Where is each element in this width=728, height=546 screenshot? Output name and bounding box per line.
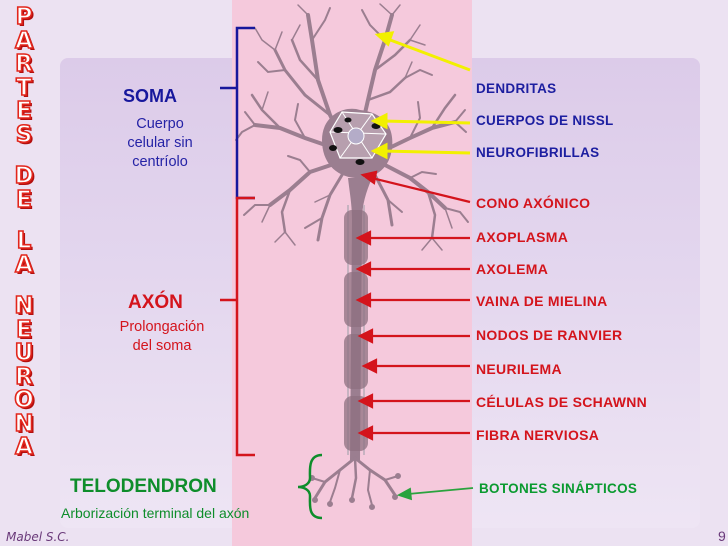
axon-subtitle-line: del soma <box>132 338 192 354</box>
label-botones-sinapticos: BOTONES SINÁPTICOS <box>479 481 638 496</box>
side-title-letter: R <box>14 363 33 390</box>
side-title-letter: R <box>14 51 33 77</box>
page-number: 9 <box>718 528 726 544</box>
side-title-letter: N <box>14 293 35 319</box>
soma-bracket <box>220 26 255 200</box>
label-fibra-nerviosa: FIBRA NERVIOSA <box>476 427 600 443</box>
label-dendritas: DENDRITAS <box>476 81 557 96</box>
soma-subtitle: Cuerpo celular sin centríolo <box>110 115 210 172</box>
soma-title: SOMA <box>123 86 177 106</box>
label-vaina-de-mielina: VAINA DE MIELINA <box>476 293 608 309</box>
side-title-letter: E <box>15 316 32 343</box>
label-cono-axonico: CONO AXÓNICO <box>476 195 591 211</box>
side-title-letter: E <box>15 186 32 213</box>
side-title-letter: D <box>14 163 35 189</box>
side-title-letter: U <box>14 340 34 366</box>
label-neurilema: NEURILEMA <box>476 361 562 377</box>
side-title-letter: E <box>15 98 32 124</box>
yellow-arrows <box>370 31 471 160</box>
author-credit: Mabel S.C. <box>6 530 70 544</box>
label-celulas-de-schawnn: CÉLULAS DE SCHAWNN <box>476 394 648 410</box>
side-title-letter: L <box>16 228 32 254</box>
side-title-letter: P <box>15 4 33 30</box>
green-arrow <box>396 487 474 501</box>
label-cuerpos-de-nissl: CUERPOS DE NISSL <box>476 113 614 128</box>
telodendron-title: TELODENDRON <box>70 476 217 497</box>
telodendron-brace <box>297 453 323 520</box>
label-neurofibrillas: NEUROFIBRILLAS <box>476 145 600 160</box>
axon-subtitle-line: Prolongación <box>119 319 205 335</box>
side-title-letter: O <box>13 387 34 413</box>
axon-fiber <box>344 178 372 460</box>
side-title-letter: A <box>14 27 33 54</box>
label-axolema: AXOLEMA <box>476 261 549 277</box>
soma-subtitle-line: centríolo <box>132 154 188 170</box>
red-arrows <box>355 170 471 441</box>
axon-subtitle: Prolongación del soma <box>110 318 214 356</box>
side-title-letter: N <box>14 410 35 437</box>
soma-subtitle-line: Cuerpo <box>136 116 184 132</box>
side-title-letter: T <box>15 74 32 101</box>
soma-body <box>322 108 393 179</box>
soma-subtitle-line: celular sin <box>127 135 193 151</box>
telodendron-branches <box>309 456 401 510</box>
label-nodos-de-ranvier: NODOS DE RANVIER <box>476 327 623 343</box>
axon-bracket <box>220 196 255 457</box>
label-axoplasma: AXOPLASMA <box>476 229 569 245</box>
side-title-letter: A <box>14 434 33 460</box>
side-title-letter: A <box>14 251 33 278</box>
side-title-letter: S <box>15 121 33 148</box>
axon-title: AXÓN <box>128 292 183 313</box>
telodendron-subtitle: Arborización terminal del axón <box>61 505 250 521</box>
